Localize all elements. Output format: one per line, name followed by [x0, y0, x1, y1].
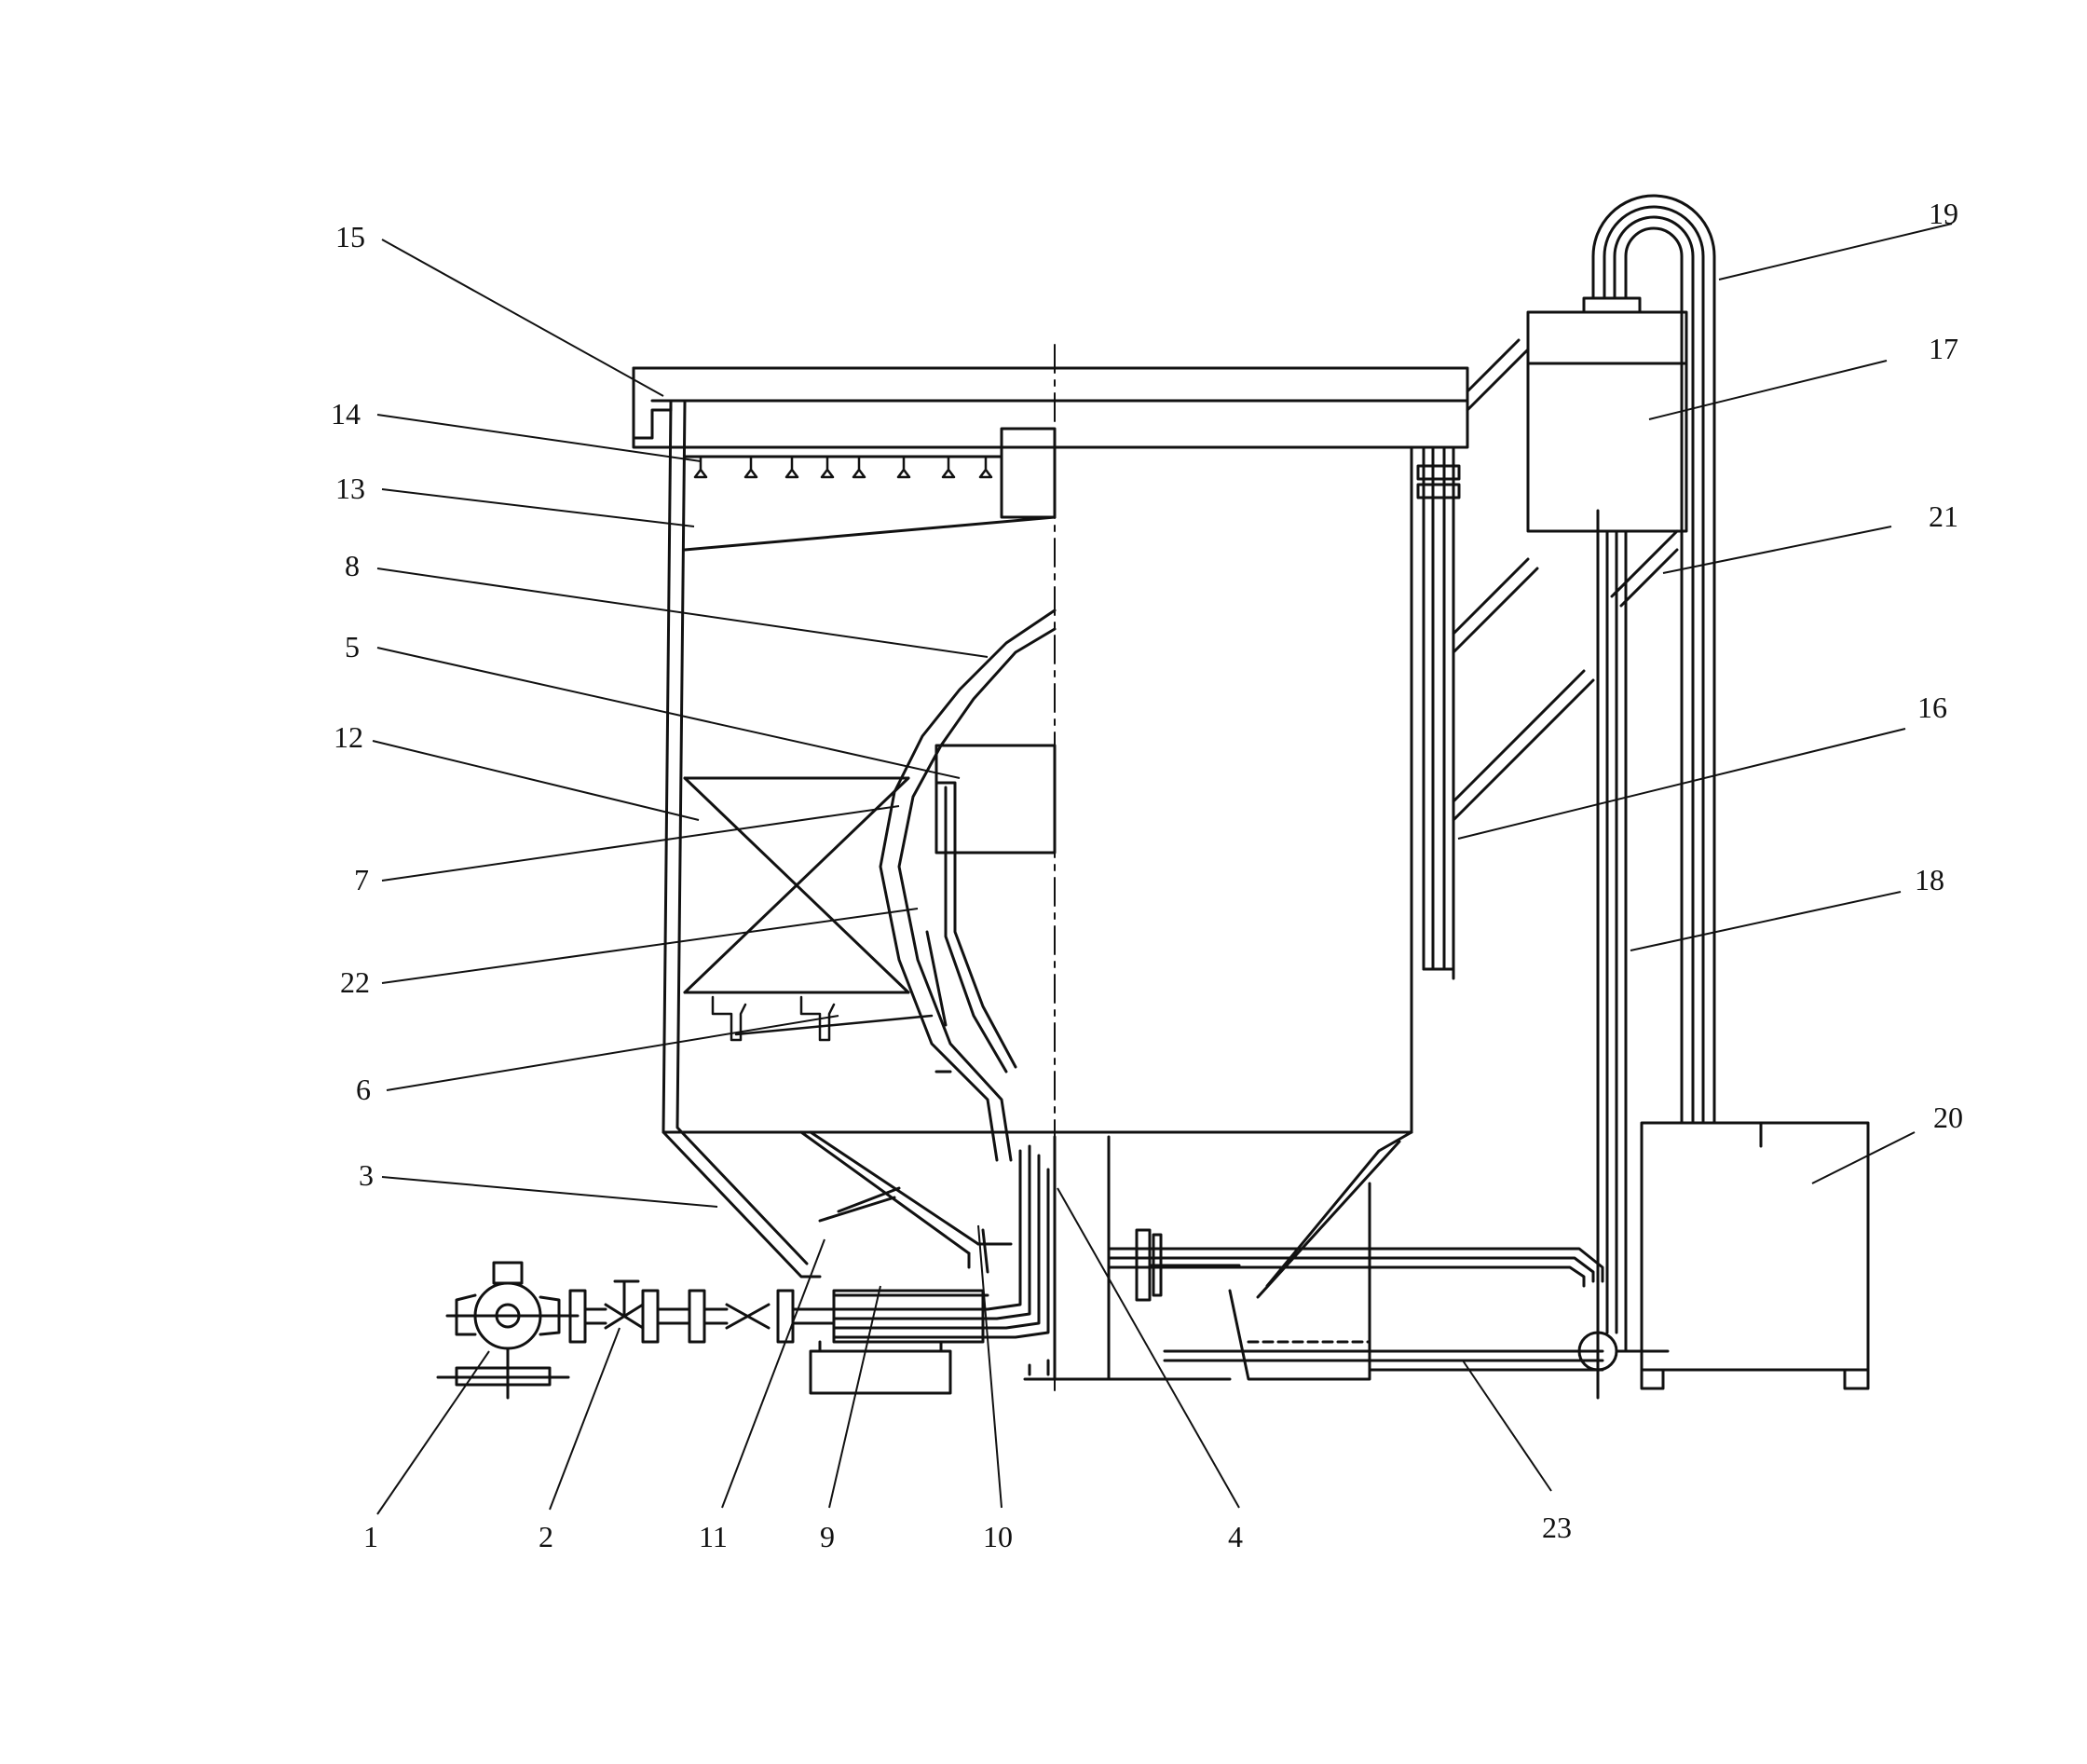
- label-1: 1: [363, 1520, 378, 1553]
- label-4: 4: [1228, 1520, 1243, 1553]
- label-19: 19: [1929, 197, 1958, 230]
- label-14: 14: [331, 397, 361, 431]
- label-18: 18: [1915, 863, 1944, 896]
- receiving-tank: [1640, 1121, 1870, 1390]
- spray-nozzles: [683, 427, 1057, 519]
- inner-tube: [925, 744, 1057, 1073]
- top-cover: [632, 366, 1469, 449]
- support-brackets: [711, 995, 934, 1042]
- label-17: 17: [1929, 332, 1958, 365]
- label-21: 21: [1929, 499, 1958, 533]
- packed-bed: [683, 776, 910, 994]
- overhead-pipe: [1591, 194, 1716, 1125]
- label-16: 16: [1917, 691, 1947, 724]
- leader-lines: [372, 223, 1953, 1515]
- label-9: 9: [820, 1520, 835, 1553]
- lower-hopper: [799, 1130, 980, 1395]
- label-23: 23: [1542, 1511, 1572, 1544]
- inner-cone: [879, 609, 1057, 1162]
- label-6: 6: [356, 1073, 371, 1106]
- label-2: 2: [539, 1520, 553, 1553]
- label-5: 5: [345, 630, 360, 663]
- callout-labels: 15 14 13 8 5 12 7 22 6 3 1 2 11 9 10 4 2…: [331, 197, 1963, 1553]
- riser-pipes: [832, 1144, 1050, 1376]
- label-12: 12: [334, 720, 363, 754]
- label-22: 22: [340, 965, 370, 999]
- label-11: 11: [699, 1520, 728, 1553]
- pump-assembly: [436, 1261, 836, 1400]
- label-3: 3: [359, 1158, 374, 1192]
- return-pipe: [1107, 1228, 1604, 1302]
- label-15: 15: [335, 220, 365, 253]
- label-8: 8: [345, 549, 360, 582]
- demister: [683, 515, 1057, 552]
- label-20: 20: [1933, 1101, 1963, 1134]
- label-10: 10: [983, 1520, 1013, 1553]
- separator-tank: [1526, 296, 1688, 533]
- downcomer-pipe: [1596, 509, 1628, 1400]
- support-braces: [1452, 338, 1679, 822]
- label-13: 13: [335, 472, 365, 505]
- vent-pipe: [1416, 445, 1461, 980]
- label-7: 7: [354, 863, 369, 896]
